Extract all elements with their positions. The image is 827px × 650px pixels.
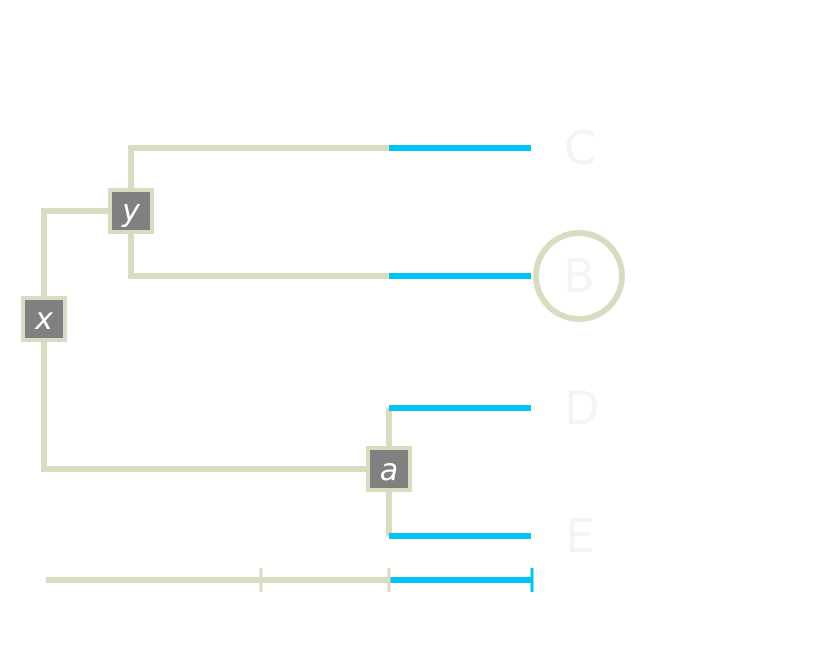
branch-upper-to-c <box>128 145 389 211</box>
node-x[interactable]: x <box>21 296 67 342</box>
node-x-box <box>21 296 67 342</box>
selection-ring-b[interactable] <box>533 230 625 322</box>
node-y-label: y <box>121 194 141 229</box>
leaf-label-e[interactable]: E <box>565 509 594 563</box>
leaf-label-d[interactable]: D <box>564 381 599 435</box>
leaf-label-b[interactable]: B <box>563 249 595 303</box>
node-a-box <box>366 446 412 492</box>
node-a[interactable]: a <box>366 446 412 492</box>
node-a-label: a <box>380 453 398 488</box>
node-y-box <box>108 188 154 234</box>
branch-upper-to-b <box>128 211 389 279</box>
scale-bar <box>46 568 534 592</box>
node-y[interactable]: y <box>108 188 154 234</box>
node-x-label: x <box>34 302 53 337</box>
branch-root-to-upper <box>41 208 131 320</box>
branch-root-to-lower <box>41 320 389 472</box>
leaf-label-c[interactable]: C <box>564 121 596 175</box>
